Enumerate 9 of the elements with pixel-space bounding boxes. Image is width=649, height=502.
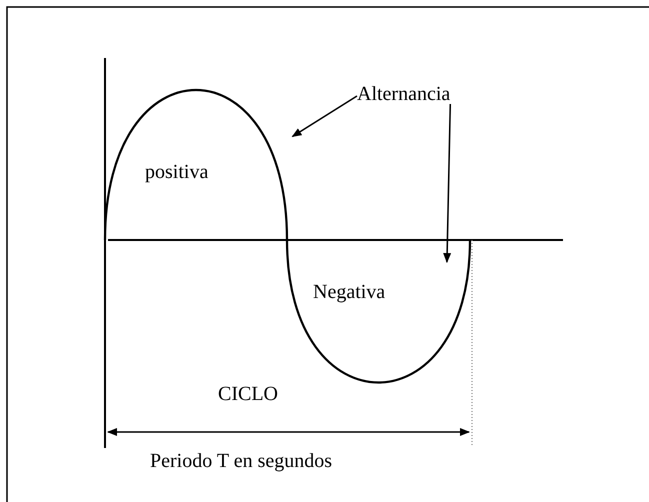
leader-line (292, 95, 358, 138)
negative-half-wave (286, 240, 472, 384)
cycle-label: CICLO (218, 384, 278, 404)
leader-line (443, 104, 452, 264)
half-wave-label: positiva (145, 162, 208, 182)
half-wave-label: Negativa (313, 282, 386, 302)
callout-label: Alternancia (357, 84, 450, 104)
positive-half-wave (104, 89, 288, 240)
period-label: Periodo T en segundos (150, 451, 332, 471)
